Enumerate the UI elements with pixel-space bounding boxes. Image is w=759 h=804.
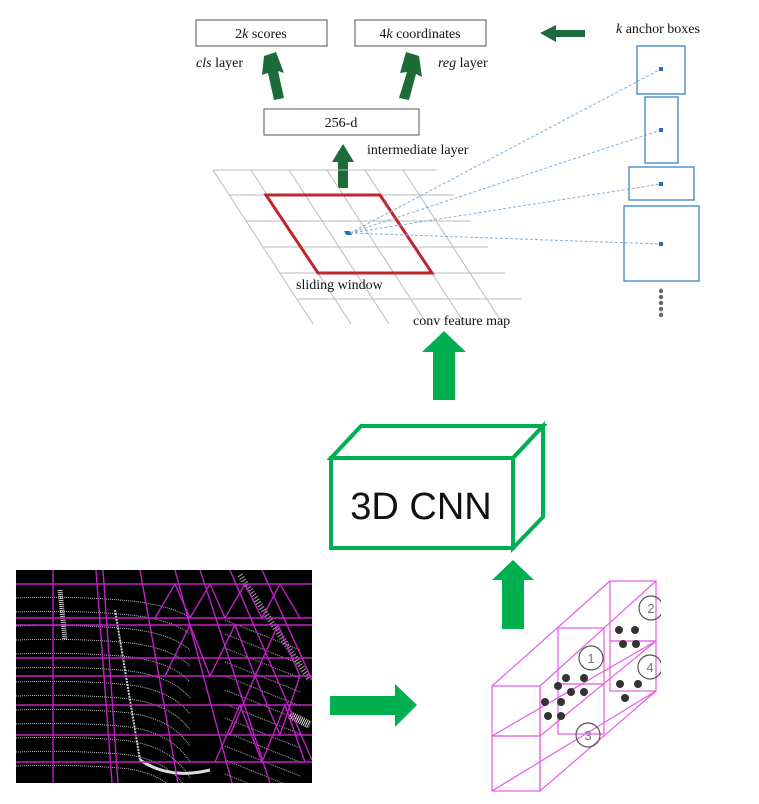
lidar-grid-diagonal — [229, 674, 301, 737]
lidar-grid-diagonal — [214, 703, 306, 764]
sliding-window-outline — [263, 193, 435, 275]
cls-output-box: 2k scores — [195, 19, 328, 47]
sliding-window-label: sliding window — [296, 278, 384, 293]
lidar-structure — [288, 711, 312, 729]
anchor-center-4 — [659, 242, 663, 246]
intermediate-layer-label: intermediate layer — [367, 143, 469, 158]
intermediate-box: 256-d — [263, 108, 420, 136]
voxel-label-1: 1 — [587, 651, 594, 666]
lidar-scan-line — [16, 708, 191, 747]
voxel-label-3: 3 — [584, 728, 591, 743]
voxel-edge-mask — [661, 560, 701, 710]
lidar-grid-vline — [139, 570, 179, 783]
lidar-scan-line — [16, 652, 191, 683]
lidar-scan-line — [224, 661, 301, 693]
cnn-label: 3D CNN — [350, 486, 491, 528]
lidar-structure — [237, 573, 312, 682]
lidar-scan-line — [224, 647, 301, 679]
reg-output-label: 4k coordinates — [379, 27, 460, 42]
lidar-scan-line — [224, 633, 301, 665]
grid-col-line — [402, 169, 504, 325]
lidar-scan-line — [16, 764, 168, 783]
lidar-grid-vline — [261, 570, 312, 681]
cls-layer-label: cls layer — [196, 56, 243, 71]
lidar-structure — [57, 589, 68, 641]
voxel-front-lower — [491, 735, 541, 792]
lidar-scan-line — [16, 722, 191, 763]
anchor-center-3 — [659, 182, 663, 186]
feature-map-grid — [212, 169, 522, 325]
reg-output-box: 4k coordinates — [354, 19, 487, 47]
lidar-scan-line — [16, 666, 191, 699]
anchor-box-1 — [636, 45, 686, 95]
lidar-scan-line — [16, 694, 191, 731]
anchor-boxes — [623, 45, 700, 282]
lidar-scan-line — [224, 717, 301, 749]
voxel-front-upper — [491, 685, 541, 737]
intermediate-box-label: 256-d — [325, 116, 358, 131]
lidar-grid-overlay — [16, 570, 312, 783]
voxel-back-lower — [609, 640, 657, 692]
sliding-window-center-icon — [344, 231, 352, 235]
cnn-block-top — [326, 424, 548, 460]
anchor-centers — [659, 67, 663, 246]
lidar-scan-line — [224, 675, 301, 707]
anchor-connector-lines — [349, 68, 662, 245]
ellipsis-dots-icon — [658, 288, 664, 318]
lidar-grid-diagonal — [154, 582, 301, 620]
voxel-label-circle-3 — [575, 722, 601, 748]
arrow-voxel-to-cnn-icon — [492, 560, 534, 629]
lidar-scan-lines — [16, 573, 312, 783]
lidar-scan-line — [16, 638, 191, 667]
arrow-cnn-to-feature-map-icon — [422, 331, 466, 400]
arrow-lidar-to-voxel-icon — [330, 684, 417, 727]
lidar-scan-line — [16, 750, 184, 783]
grid-col-line — [212, 169, 314, 325]
voxel-label-circle-1 — [578, 645, 604, 671]
cnn-block — [326, 420, 548, 553]
lidar-grid-vline — [199, 570, 271, 783]
anchor-line-1 — [349, 68, 662, 234]
lidar-grid-vline — [229, 570, 312, 761]
cls-output-label: 2k scores — [235, 27, 287, 42]
lidar-grid-vline — [95, 570, 113, 783]
voxel-label-2: 2 — [647, 601, 654, 616]
anchor-center-2 — [659, 128, 663, 132]
lidar-scan-line — [224, 731, 301, 763]
feature-map-label: conv feature map — [413, 314, 510, 329]
voxel-grid — [491, 580, 657, 792]
cnn-block-side — [511, 420, 545, 553]
lidar-scan-line — [16, 596, 191, 619]
anchor-line-3 — [349, 183, 662, 234]
anchor-center-1 — [659, 67, 663, 71]
anchor-boxes-label: k anchor boxes — [616, 22, 700, 37]
anchor-box-4 — [623, 205, 700, 282]
lidar-scan-line — [224, 619, 301, 651]
lidar-scan-line — [16, 680, 191, 715]
arrow-to-reg-icon — [399, 52, 422, 100]
lidar-grid-vline — [102, 570, 119, 783]
anchor-box-3 — [628, 166, 695, 201]
anchor-box-2 — [644, 96, 679, 164]
lidar-grid-diagonal — [164, 623, 301, 678]
arrow-to-cls-icon — [262, 52, 284, 100]
lidar-scan-line — [224, 759, 284, 783]
lidar-scan-line — [224, 703, 301, 735]
arrow-from-anchors-icon — [540, 25, 585, 42]
voxel-label-4: 4 — [646, 660, 653, 675]
anchor-line-4 — [349, 232, 662, 245]
reg-layer-label: reg layer — [438, 56, 488, 71]
lidar-car-outline — [139, 758, 211, 775]
lidar-point-cloud-image — [16, 570, 312, 783]
arrow-to-intermediate-icon — [332, 144, 354, 188]
voxel-points — [541, 626, 642, 720]
